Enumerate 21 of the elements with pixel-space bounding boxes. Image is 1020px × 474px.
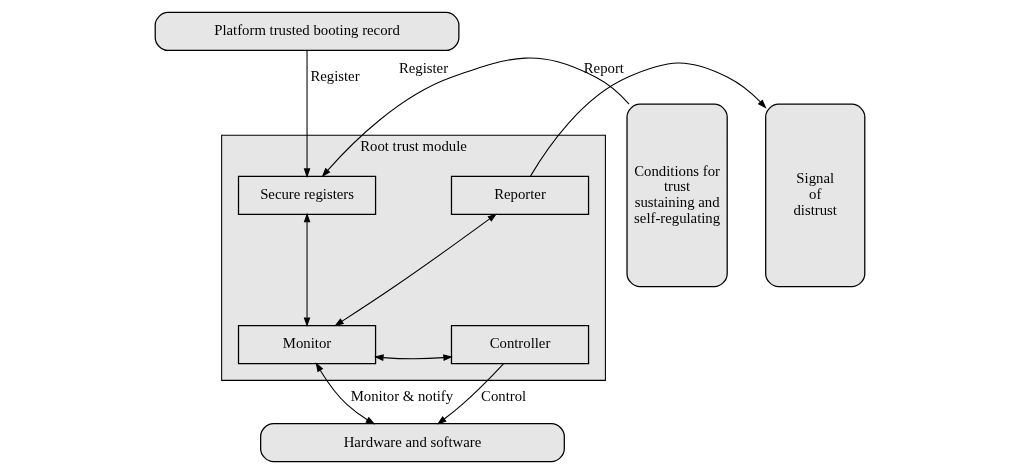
arrow bbox=[315, 362, 376, 425]
arrow bbox=[321, 57, 630, 178]
node-box: Controller bbox=[450, 324, 590, 365]
arrow bbox=[437, 363, 504, 425]
node-box: Conditions for trust sustaining and self-regulating bbox=[626, 103, 728, 288]
arrow bbox=[334, 213, 497, 327]
edge-label: Control bbox=[481, 387, 527, 404]
node-box: Hardware and software bbox=[260, 423, 565, 463]
node-box: Monitor bbox=[237, 324, 377, 365]
edge-label: Monitor & notify bbox=[350, 387, 454, 404]
edge-label: Register bbox=[398, 60, 449, 77]
edge-label: Report bbox=[583, 60, 624, 77]
arrow bbox=[374, 354, 453, 361]
node-box: Secure registers bbox=[237, 175, 377, 215]
arrow bbox=[529, 62, 767, 177]
node-box: Reporter bbox=[450, 175, 590, 215]
arrow bbox=[303, 49, 311, 178]
edge-label: Register bbox=[310, 68, 360, 85]
arrow bbox=[303, 212, 311, 327]
node-box: Signal of distrust bbox=[765, 103, 866, 288]
node-box: Platform trusted booting record bbox=[154, 11, 460, 51]
